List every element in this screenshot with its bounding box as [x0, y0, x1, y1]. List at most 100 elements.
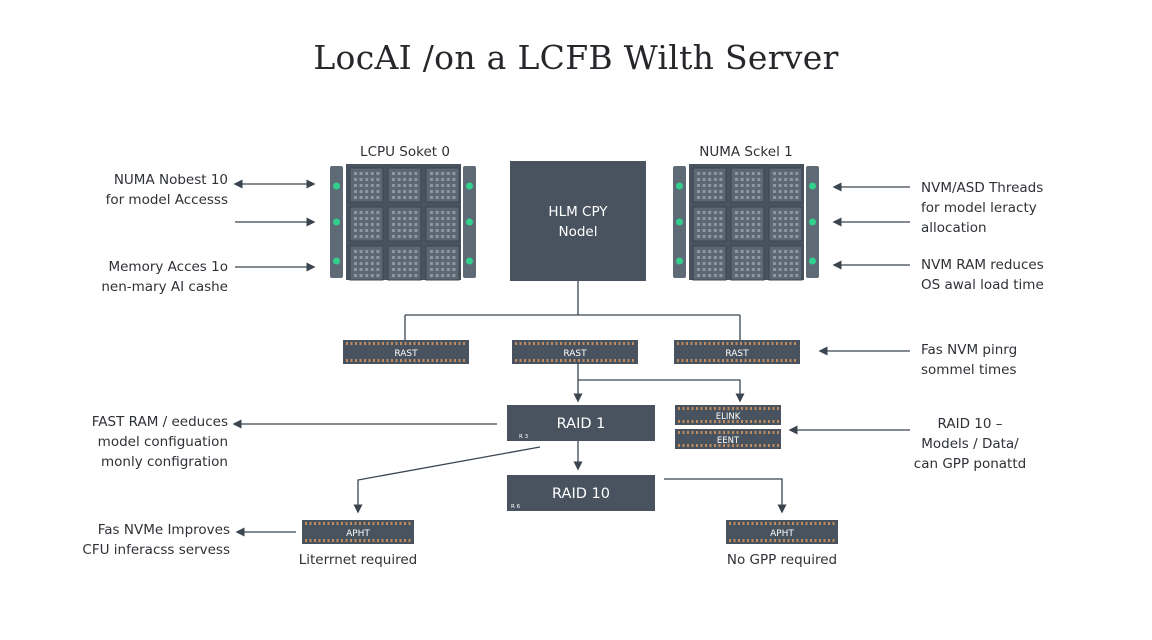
core-pin [446, 211, 450, 214]
stick-contact [627, 359, 630, 362]
core-pin [757, 190, 761, 193]
core-pin [719, 256, 723, 259]
stick-contact [832, 522, 835, 525]
stick-contact [708, 342, 711, 345]
core-pin [708, 268, 712, 271]
core-pin [359, 235, 363, 238]
core-pin [430, 217, 433, 220]
core-pin [392, 229, 395, 232]
stick-contact [377, 342, 380, 345]
core-pin [719, 172, 723, 175]
core-pin [430, 184, 433, 187]
core-pin [392, 217, 395, 220]
core-pin [740, 178, 744, 181]
stick-contact [542, 342, 544, 345]
core-pin [414, 256, 418, 259]
core-pin [778, 178, 782, 181]
core-pin [452, 256, 456, 259]
stick-contact [377, 359, 380, 362]
stick-contact [771, 342, 774, 345]
core-pin [757, 172, 761, 175]
stick-contact [323, 522, 325, 525]
connectors [232, 179, 910, 537]
stick-contact [391, 359, 393, 362]
core-pin [795, 235, 799, 238]
core-pin [430, 262, 433, 265]
stick-contact [346, 359, 348, 362]
stick-contact [409, 342, 411, 345]
center-node-line1: HLM CPY [548, 204, 608, 220]
stick-contact [408, 522, 411, 525]
note-fast-ram: FAST RAM / eeduces model configuation mo… [40, 412, 228, 472]
core-pin [414, 211, 418, 214]
stick-contact [794, 359, 796, 362]
stick-contact [759, 431, 761, 434]
stick-contact [399, 539, 402, 542]
core-pin [735, 223, 738, 226]
stick-contact [735, 342, 738, 345]
core-pin [435, 268, 439, 271]
stick-contact [309, 522, 312, 525]
core-pin [414, 217, 418, 220]
stick-contact [690, 359, 693, 362]
core-pin [735, 217, 738, 220]
stick-contact [704, 359, 706, 362]
core-pin [708, 262, 712, 265]
stick-contact [627, 342, 630, 345]
stick-contact [386, 342, 389, 345]
core-pin [397, 223, 401, 226]
core-pin [446, 235, 450, 238]
core-pin [713, 172, 717, 175]
core-pin [746, 211, 750, 214]
stick-contact [515, 342, 517, 345]
stick-contact [805, 539, 808, 542]
core-pin [414, 172, 418, 175]
stick-contact [777, 407, 779, 410]
core-pin [414, 235, 418, 238]
stick-contact [727, 407, 730, 410]
stick-contact [696, 407, 698, 410]
raid1-tag: R 3 [519, 434, 529, 440]
core-pin [795, 178, 799, 181]
core-pin [441, 223, 445, 226]
stick-contact [754, 431, 757, 434]
stick-contact [823, 522, 826, 525]
core-pin [702, 250, 706, 253]
core-pin [757, 178, 761, 181]
stick-contact [422, 359, 425, 362]
core-pin [751, 274, 755, 277]
stick-contact [723, 444, 725, 447]
core-pin [403, 250, 407, 253]
ram-stick-label: RAST [394, 349, 418, 359]
core-pin [414, 178, 418, 181]
core-pin [778, 211, 782, 214]
core-pin [403, 229, 407, 232]
stick-contact [364, 359, 366, 362]
core-pin [354, 172, 357, 175]
core-pin [365, 184, 369, 187]
core-pin [408, 268, 412, 271]
stick-contact [832, 539, 835, 542]
core-pin [795, 250, 799, 253]
core-pin [735, 256, 738, 259]
stick-contact [762, 359, 765, 362]
core-pin [359, 184, 363, 187]
stick-contact [596, 359, 598, 362]
socket-0-label: LCPU Soket 0 [360, 144, 450, 160]
core-pin [789, 262, 793, 265]
core-pin [719, 250, 723, 253]
core-pin [795, 196, 799, 199]
stick-contact [717, 359, 720, 362]
core-pin [446, 196, 450, 199]
core-pin [757, 229, 761, 232]
core-pin [430, 268, 433, 271]
stick-contact [772, 444, 775, 447]
stick-contact [754, 444, 757, 447]
stick-contact [587, 359, 589, 362]
core-pin [408, 250, 412, 253]
core-pin [697, 178, 700, 181]
core-pin [740, 184, 744, 187]
stick-contact [691, 407, 694, 410]
note-nvm-ram: NVM RAM reduces OS awal load time [921, 255, 1101, 295]
stick-contact [732, 444, 734, 447]
